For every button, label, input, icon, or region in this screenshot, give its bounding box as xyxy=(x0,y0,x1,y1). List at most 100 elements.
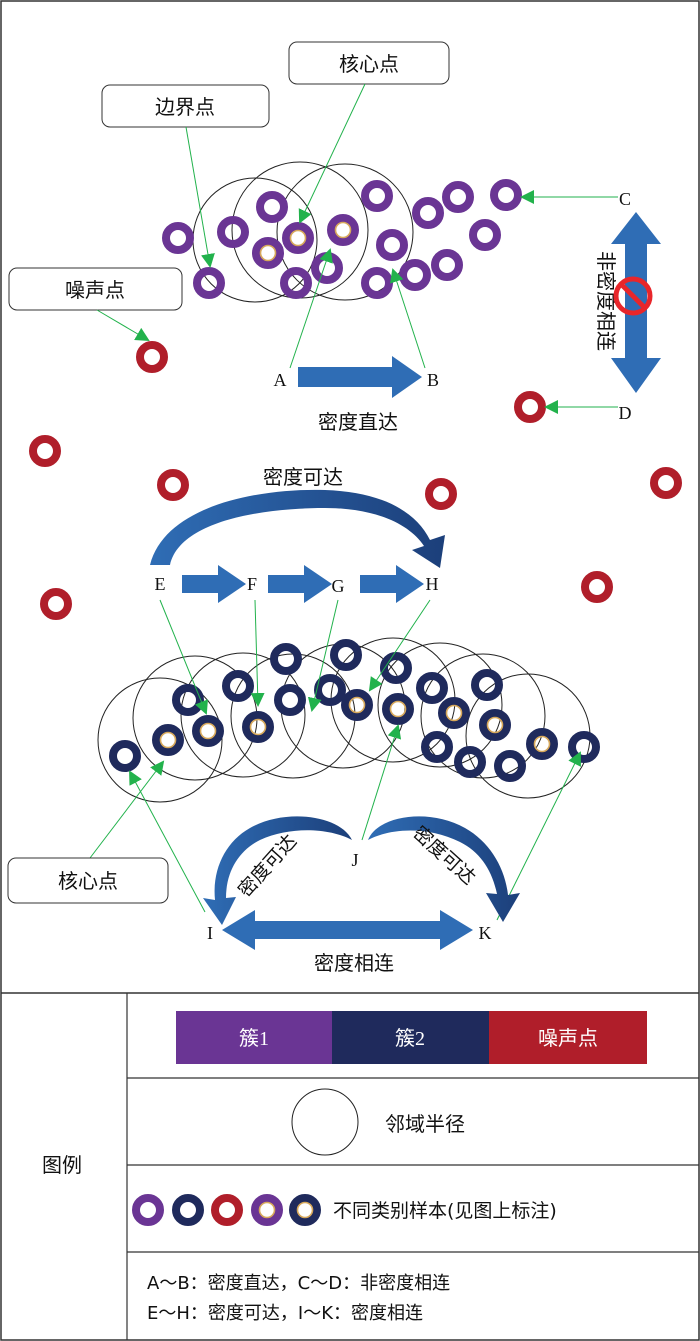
chain-arrow xyxy=(268,565,332,603)
legend-sample-ring xyxy=(251,1194,283,1226)
cluster2-point xyxy=(382,693,414,725)
cluster2-point xyxy=(416,672,448,704)
noise-point xyxy=(136,341,168,373)
connected-arrow xyxy=(222,910,473,950)
pointer-line xyxy=(250,599,265,707)
noise-point xyxy=(29,435,61,467)
cluster2-point xyxy=(152,724,184,756)
cluster1-point xyxy=(217,216,249,248)
cluster2-point xyxy=(568,731,600,763)
legend-sample-ring xyxy=(211,1194,243,1226)
cluster2-point xyxy=(438,697,470,729)
cluster1-point xyxy=(376,229,408,261)
pointer-line xyxy=(129,770,206,913)
noise-point xyxy=(40,588,72,620)
cluster2-point xyxy=(192,715,224,747)
legend-radius-circle xyxy=(291,1088,359,1156)
cluster2-point xyxy=(494,750,526,782)
cluster1-point xyxy=(193,267,225,299)
noise-point xyxy=(650,467,682,499)
point-label-e: E xyxy=(155,574,166,594)
cluster2-point xyxy=(526,728,558,760)
pointer-line xyxy=(298,83,366,224)
legend-noise-swatch xyxy=(489,1011,647,1064)
reachable-label: 密度可达 xyxy=(263,465,343,489)
cluster2-point xyxy=(330,639,362,671)
legend-sample-ring xyxy=(132,1194,164,1226)
point-label-a: A xyxy=(274,370,287,390)
direct-reach-label: 密度直达 xyxy=(318,410,398,434)
cluster2-point xyxy=(421,731,453,763)
point-label-k: K xyxy=(479,923,492,943)
cluster2-point xyxy=(341,689,373,721)
legend-cluster2-label: 簇2 xyxy=(395,1027,425,1050)
cluster2-point xyxy=(479,709,511,741)
cluster2-points xyxy=(109,639,600,782)
legend-title: 图例 xyxy=(42,1153,82,1177)
noise-point xyxy=(514,391,546,423)
noise-point xyxy=(581,571,613,603)
cluster2-point xyxy=(274,684,306,716)
cluster2-point xyxy=(172,684,204,716)
neighborhood-circle xyxy=(276,163,414,301)
pointer-line xyxy=(159,599,208,715)
noise-point xyxy=(157,469,189,501)
cluster1-point xyxy=(361,180,393,212)
noise-points xyxy=(29,341,682,620)
core-point-label-bottom: 核心点 xyxy=(58,869,118,893)
pointer-line xyxy=(368,599,431,692)
pointer-line xyxy=(185,126,215,268)
pointer-line xyxy=(496,751,581,921)
noise-point xyxy=(425,478,457,510)
cluster1-point xyxy=(280,267,312,299)
legend-cluster2-swatch xyxy=(332,1011,489,1064)
point-label-i: I xyxy=(207,923,213,943)
chain-arrow xyxy=(182,565,246,603)
cluster2-point xyxy=(314,674,346,706)
prohibit-icon xyxy=(613,276,653,316)
cluster2-point xyxy=(242,711,274,743)
core-point-callout-bottom: 核心点 xyxy=(7,857,169,904)
legend-sample-rings xyxy=(132,1194,321,1226)
noise-point-label: 噪声点 xyxy=(65,278,125,302)
cluster1-point xyxy=(412,197,444,229)
pointer-line xyxy=(89,760,165,859)
reachable-curve-left xyxy=(203,816,352,925)
pointer-line xyxy=(361,724,402,841)
chain-arrow xyxy=(360,565,424,603)
point-label-h: H xyxy=(426,574,439,594)
cluster2-point xyxy=(471,669,503,701)
legend-note-line2: E～H：密度可达，I～K：密度相连 xyxy=(147,1303,423,1324)
legend-radius-label: 邻域半径 xyxy=(385,1112,465,1136)
pointer-line xyxy=(289,248,333,369)
point-label-b: B xyxy=(427,370,439,390)
cluster2-point xyxy=(270,643,302,675)
pointer-line xyxy=(390,268,426,369)
point-label-c: C xyxy=(619,189,631,209)
cluster1-point xyxy=(431,249,463,281)
cluster1-point xyxy=(442,181,474,213)
bottom-section: 密度可达 E F G H xyxy=(7,465,600,975)
cluster1-point xyxy=(399,259,431,291)
legend-sample-ring xyxy=(289,1194,321,1226)
cluster2-point xyxy=(222,670,254,702)
cluster2-point xyxy=(109,740,141,772)
connected-label: 密度相连 xyxy=(314,951,394,975)
not-connected-label: 非密度相连 xyxy=(594,251,618,351)
point-label-j: J xyxy=(351,850,358,870)
cluster2-point xyxy=(454,746,486,778)
cluster1-points xyxy=(162,179,522,299)
legend-note-line1: A～B：密度直达，C～D：非密度相连 xyxy=(147,1273,450,1294)
cluster2-point xyxy=(380,652,412,684)
cluster1-point xyxy=(327,214,359,246)
pointer-line xyxy=(307,599,339,712)
cluster1-point xyxy=(490,179,522,211)
border-point-callout: 边界点 xyxy=(101,84,270,128)
legend-samples-label: 不同类别样本(见图上标注) xyxy=(333,1200,557,1222)
point-label-f: F xyxy=(247,574,257,594)
cluster1-point xyxy=(256,191,288,223)
border-point-label: 边界点 xyxy=(155,95,215,119)
point-label-d: D xyxy=(619,403,632,423)
